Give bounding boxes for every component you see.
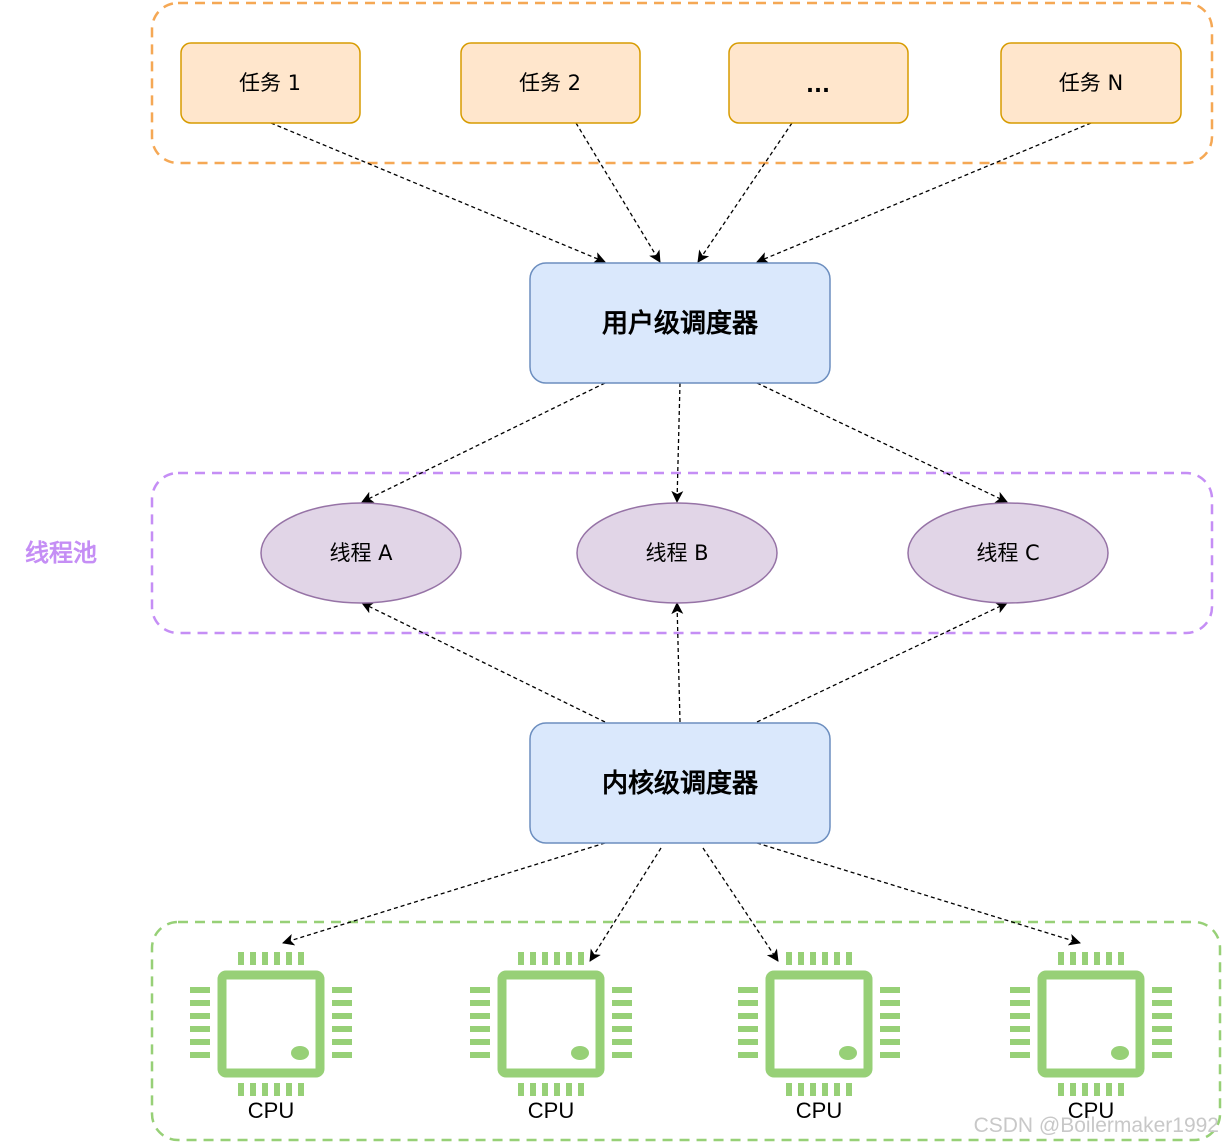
task-group-container (150, 1, 1214, 165)
edge-kernel-scheduler-to-thread-b (671, 602, 684, 723)
edge-task1-to-user-scheduler (270, 122, 606, 264)
thread-pool-label: 线程池 (25, 539, 97, 567)
cpu-chip-icon (738, 952, 900, 1096)
user-scheduler-label: 用户级调度器 (602, 308, 759, 339)
task-label: 任务 2 (519, 71, 581, 95)
cpu-label: CPU (248, 1098, 294, 1123)
cpu-label: CPU (528, 1098, 574, 1123)
edge-user-scheduler-to-thread-c (756, 382, 1008, 503)
kernel-scheduler-node: 内核级调度器 (529, 722, 831, 844)
cpu-node-1: CPU (190, 952, 352, 1123)
task-node-ellipsis: ... (728, 42, 909, 124)
cpu-chip-icon (190, 952, 352, 1096)
cpu-node-3: CPU (738, 952, 900, 1123)
task-node-1: 任务 1 (180, 42, 361, 124)
edge-task3-to-user-scheduler (697, 122, 793, 263)
edge-user-scheduler-to-thread-b (671, 382, 684, 503)
cpu-chip-icon (470, 952, 632, 1096)
cpu-group-container (150, 920, 1222, 1142)
edge-kernel-scheduler-to-cpu1 (282, 842, 606, 946)
task-label: 任务 N (1059, 71, 1123, 95)
cpu-label: CPU (1068, 1098, 1114, 1123)
task-node-2: 任务 2 (460, 42, 641, 124)
edge-kernel-scheduler-to-thread-c (756, 602, 1008, 723)
user-scheduler-node: 用户级调度器 (529, 262, 831, 384)
thread-pool-container (150, 471, 1214, 635)
edge-kernel-scheduler-to-cpu2 (589, 847, 662, 962)
cpu-label: CPU (796, 1098, 842, 1123)
thread-label: 线程 B (645, 541, 708, 565)
thread-label: 线程 C (976, 541, 1039, 565)
cpu-node-4: CPU (1010, 952, 1172, 1123)
edge-user-scheduler-to-thread-a (361, 382, 606, 503)
edge-kernel-scheduler-to-cpu4 (756, 842, 1081, 946)
edge-task2-to-user-scheduler (575, 122, 661, 263)
task-label: ... (806, 73, 830, 97)
thread-label: 线程 A (329, 541, 393, 565)
task-node-n: 任务 N (1000, 42, 1182, 124)
watermark: CSDN @Boilermaker1992 (974, 1114, 1219, 1137)
kernel-scheduler-label: 内核级调度器 (602, 768, 759, 799)
edge-kernel-scheduler-to-cpu3 (702, 847, 779, 962)
task-label: 任务 1 (239, 71, 301, 95)
cpu-node-2: CPU (470, 952, 632, 1123)
thread-node-c: 线程 C (907, 502, 1109, 604)
edge-kernel-scheduler-to-thread-a (361, 602, 606, 723)
edge-taskN-to-user-scheduler (756, 122, 1092, 264)
thread-node-b: 线程 B (576, 502, 778, 604)
cpu-chip-icon (1010, 952, 1172, 1096)
thread-node-a: 线程 A (260, 502, 462, 604)
